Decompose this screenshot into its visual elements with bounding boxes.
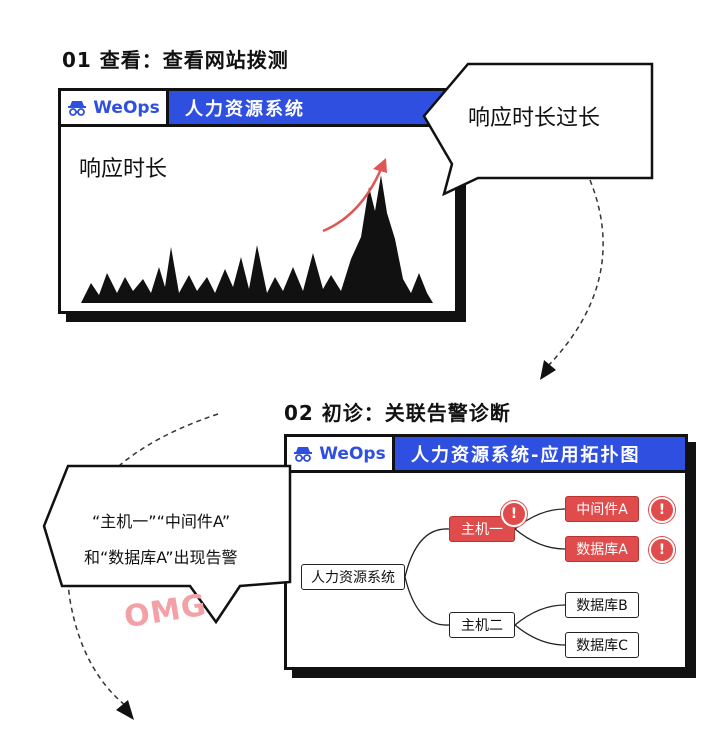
trend-arrow bbox=[322, 168, 383, 233]
bubble2 bbox=[42, 464, 292, 625]
step1-title: 01 查看：查看网站拨测 bbox=[62, 48, 289, 72]
host1-alert-icon: ! bbox=[501, 501, 527, 527]
response-time-graph bbox=[81, 158, 433, 303]
trend-arrow-head bbox=[373, 158, 387, 173]
middleware-alert-icon: ! bbox=[649, 497, 675, 523]
alert-text-line1: “主机一”“中间件A” bbox=[92, 512, 231, 531]
node-host1: 主机一 bbox=[449, 516, 515, 542]
link-host2-dbb bbox=[514, 604, 566, 626]
node-db-b: 数据库B bbox=[565, 592, 639, 618]
connector-arrow-2 bbox=[67, 413, 219, 720]
db-a-alert-icon: ! bbox=[649, 537, 675, 563]
window1-tabbar: WeOps 人力资源系统 bbox=[61, 91, 455, 127]
weops-brand: WeOps bbox=[61, 91, 169, 124]
node-middleware-a: 中间件A bbox=[565, 496, 639, 522]
alert-text-line2: 和“数据库A”出现告警 bbox=[84, 548, 238, 567]
brand-name: WeOps bbox=[93, 97, 160, 118]
connector-arrow-1 bbox=[540, 179, 604, 380]
bubble1-text: 响应时长过长 bbox=[468, 106, 601, 131]
bubble1-shape bbox=[422, 62, 654, 197]
bubble1 bbox=[422, 62, 654, 197]
node-db-c: 数据库C bbox=[565, 632, 639, 658]
link-host1-dba bbox=[514, 528, 566, 550]
brand-name: WeOps bbox=[319, 443, 386, 464]
weops-logo-icon bbox=[294, 446, 313, 462]
metric-label: 响应时长 bbox=[79, 157, 168, 182]
step2-title: 02 初诊：关联告警诊断 bbox=[284, 401, 511, 425]
weops-brand-2: WeOps bbox=[287, 437, 395, 470]
bubble2-shape bbox=[42, 464, 292, 625]
link-host2-dbc bbox=[514, 624, 566, 646]
node-root: 人力资源系统 bbox=[301, 564, 405, 590]
link-root-host2 bbox=[404, 576, 450, 626]
response-time-window: WeOps 人力资源系统 响应时长 bbox=[58, 88, 458, 314]
node-host2: 主机二 bbox=[449, 612, 515, 638]
link-root-host1 bbox=[404, 528, 450, 578]
node-db-a: 数据库A bbox=[565, 536, 639, 562]
window2-title: 人力资源系统-应用拓扑图 bbox=[395, 437, 685, 470]
response-time-area bbox=[81, 175, 433, 303]
weops-logo-icon bbox=[68, 100, 87, 116]
window1-title: 人力资源系统 bbox=[169, 91, 455, 124]
window2-tabbar: WeOps 人力资源系统-应用拓扑图 bbox=[287, 437, 685, 473]
topology-window: WeOps 人力资源系统-应用拓扑图 人力资源系统 主机一 ! 主机二 中间件A… bbox=[284, 434, 688, 670]
